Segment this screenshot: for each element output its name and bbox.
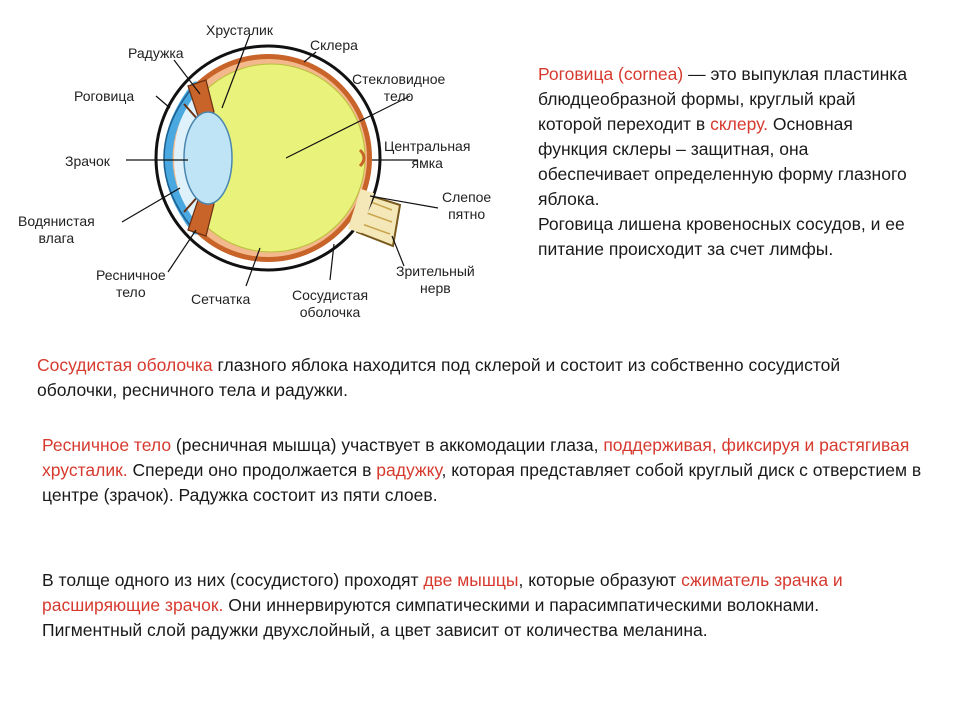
leader-lines [121,33,439,287]
iris-muscles-description: В толще одного из них (сосудистого) прох… [42,568,922,643]
ciliary-body-description: Ресничное тело (ресничная мышца) участву… [42,433,922,508]
label-iris: Радужка [128,45,184,61]
ciliary-text-3: , которая представляет собой круглый дис… [42,460,922,505]
ciliary-text-1: (ресничная мышца) участвует в аккомодаци… [171,435,604,455]
label-retina: Сетчатка [191,291,251,307]
label-ciliary-line1: Ресничное [96,267,166,283]
label-blind-line1: Слепое [442,189,492,205]
cornea-paragraph-2: Роговица лишена кровеносных сосудов, и е… [538,214,905,259]
ciliary-text-2: Спереди оно продолжается в [127,460,377,480]
label-aqueous-line1: Водянистая [18,213,95,229]
cornea-term: Роговица (cornea) [538,64,684,84]
lens-shape [183,111,233,205]
label-cornea: Роговица [74,88,135,104]
label-optic-line1: Зрительный [396,263,475,279]
muscles-text-2: , которые образуют [518,570,682,590]
muscles-text-3: Они иннервируются симпатическими и парас… [42,595,820,640]
ciliary-paragraph: Ресничное тело (ресничная мышца) участву… [42,433,922,508]
choroid-description: Сосудистая оболочка глазного яблока нахо… [37,353,917,403]
label-choroid-line2: оболочка [299,304,361,320]
muscles-text-1: В толще одного из них (сосудистого) прох… [42,570,424,590]
cornea-shape [163,81,201,235]
label-fovea: Центральная ямка [384,138,470,172]
choroid-paragraph: Сосудистая оболочка глазного яблока нахо… [37,353,917,403]
label-blind-line2: пятно [448,206,486,222]
choroid-text: глазного яблока находится под склерой и … [37,355,841,400]
sclera-term: склеру. [710,114,769,134]
cornea-paragraph-1: Роговица (cornea) — это выпуклая пластин… [538,62,918,212]
label-optic-line2: нерв [419,280,451,296]
label-vitreous-line2: тело [383,88,414,104]
label-vitreous-body: Стекловидное тело [352,71,445,105]
label-blind-spot: Слепое пятно [442,189,491,223]
label-lens: Хрусталик [206,22,273,38]
label-fovea-line1: Центральная [384,138,471,154]
label-aqueous-humor: Водянистая влага [18,213,95,247]
label-choroid: Сосудистая оболочка [292,287,368,321]
label-fovea-line2: ямка [411,155,443,171]
label-sclera: Склера [310,37,358,53]
muscles-highlight-1: две мышцы [423,570,519,590]
ciliary-term: Ресничное тело [42,435,172,455]
eye-cross-section-svg [121,33,439,287]
label-optic-nerve: Зрительный нерв [396,263,475,297]
eye-anatomy-diagram: Хрусталик Склера Радужка Роговица Стекло… [0,0,520,340]
muscles-paragraph: В толще одного из них (сосудистого) прох… [42,568,922,643]
label-ciliary-line2: тело [115,284,146,300]
ciliary-highlight-1: поддерживая, фиксируя и растягивая хруст… [42,435,910,480]
choroid-term: Сосудистая оболочка [37,355,213,375]
label-vitreous-line1: Стекловидное [352,71,446,87]
cornea-text-1: — это выпуклая пластинка блюдцеобразной … [538,64,908,134]
label-aqueous-line2: влага [38,230,75,246]
muscles-highlight-2: сжиматель зрачка и расширяющие зрачок. [42,570,843,615]
cornea-text-2: Основная функция склеры – защитная, она … [538,114,907,209]
cornea-description: Роговица (cornea) — это выпуклая пластин… [538,62,918,262]
label-ciliary-body: Ресничное тело [96,267,166,301]
label-pupil: Зрачок [65,153,110,169]
label-choroid-line1: Сосудистая [292,287,369,303]
ciliary-highlight-iris: радужку [376,460,442,480]
